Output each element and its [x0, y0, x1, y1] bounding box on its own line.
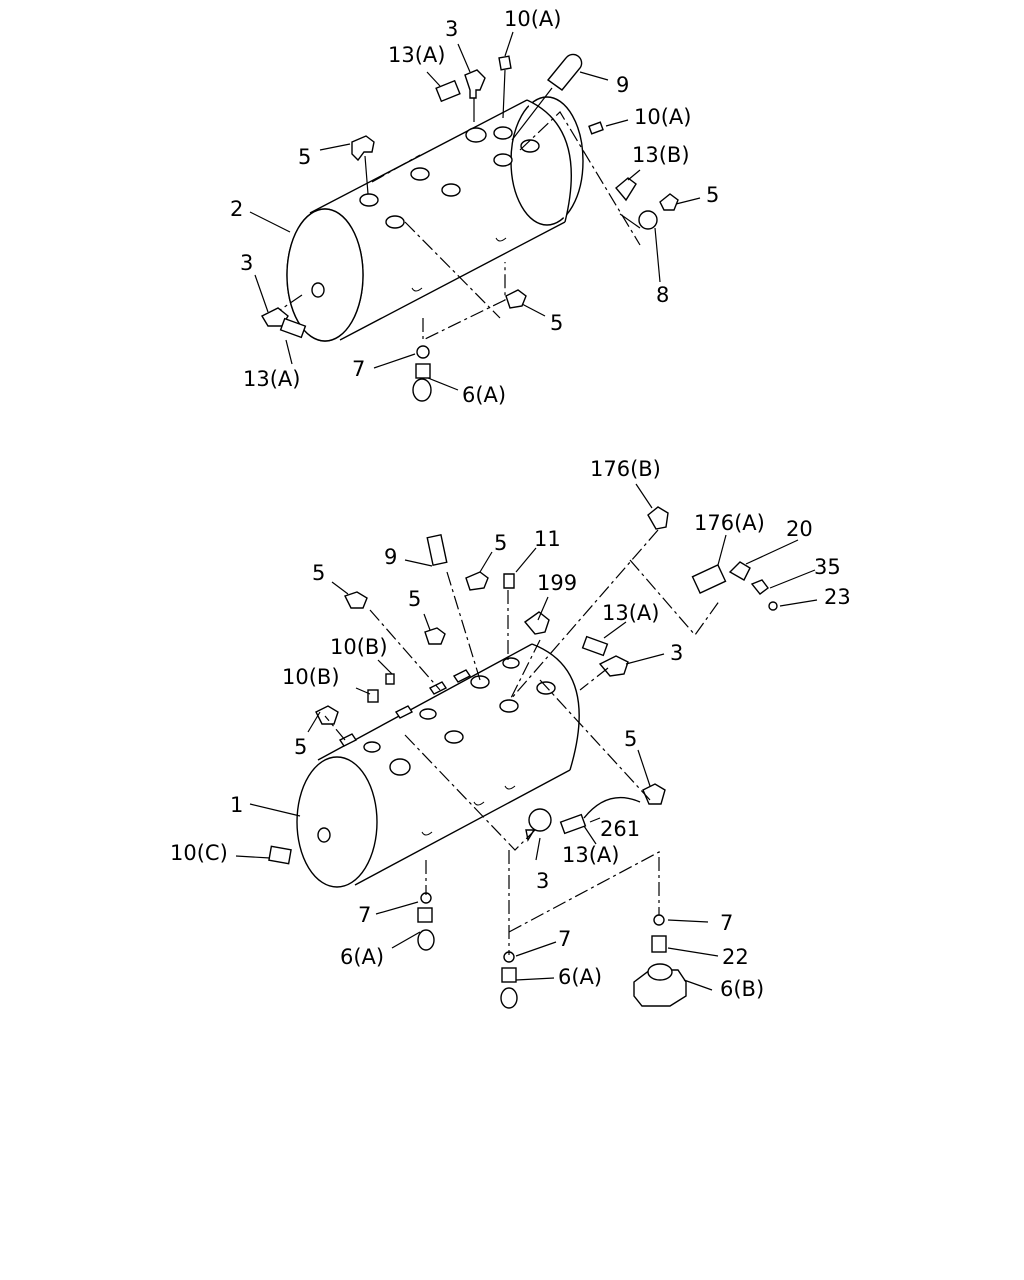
label-9-lower: 9: [384, 545, 397, 569]
label-6a-top: 6(A): [462, 383, 506, 407]
label-9-top: 9: [616, 73, 629, 97]
label-13a-lower-right: 13(A): [602, 601, 659, 625]
label-7-left: 7: [358, 903, 371, 927]
label-13a-left: 13(A): [243, 367, 300, 391]
label-3-lower-bottom: 3: [536, 869, 549, 893]
label-5-left: 5: [298, 145, 311, 169]
label-5-right: 5: [706, 183, 719, 207]
lower-leader-lines: [235, 483, 818, 991]
label-261: 261: [600, 817, 640, 841]
label-3-left: 3: [240, 251, 253, 275]
label-20: 20: [786, 517, 813, 541]
label-10a-top: 10(A): [504, 7, 561, 31]
label-199: 199: [537, 571, 577, 595]
lower-reference-lines: [324, 529, 721, 955]
label-5-lower-left: 5: [312, 561, 325, 585]
label-23: 23: [824, 585, 851, 609]
label-176b: 176(B): [590, 457, 661, 481]
label-5-lower-left2: 5: [294, 735, 307, 759]
label-5-bottom: 5: [550, 311, 563, 335]
label-6a-middle: 6(A): [558, 965, 602, 989]
label-6a-left: 6(A): [340, 945, 384, 969]
label-11: 11: [534, 527, 561, 551]
label-7-top: 7: [352, 357, 365, 381]
upper-reference-lines: [279, 111, 641, 341]
label-10b-lower: 10(B): [282, 665, 340, 689]
label-6b: 6(B): [720, 977, 764, 1001]
label-13a-top: 13(A): [388, 43, 445, 67]
label-22: 22: [722, 945, 749, 969]
label-3-top: 3: [445, 17, 458, 41]
lower-labels: 176(B) 176(A) 20 9 5 11 199 35 5 23 5 13…: [170, 457, 851, 1001]
label-1: 1: [230, 793, 243, 817]
label-35: 35: [814, 555, 841, 579]
label-5-lower-top: 5: [494, 531, 507, 555]
label-10c: 10(C): [170, 841, 228, 865]
label-176a: 176(A): [694, 511, 765, 535]
label-5-lower-mid: 5: [408, 587, 421, 611]
label-2: 2: [230, 197, 243, 221]
label-3-lower-right: 3: [670, 641, 683, 665]
label-8: 8: [656, 283, 669, 307]
label-5-lower-right: 5: [624, 727, 637, 751]
label-13b: 13(B): [632, 143, 690, 167]
upper-leader-lines: [249, 31, 701, 391]
label-10a-right: 10(A): [634, 105, 691, 129]
label-10b-upper: 10(B): [330, 635, 388, 659]
upper-fittings: [261, 53, 679, 402]
upper-air-tank: [286, 96, 584, 342]
label-13a-lower-bottom: 13(A): [562, 843, 619, 867]
label-7-middle: 7: [558, 927, 571, 951]
upper-labels: 10(A) 3 13(A) 9 10(A) 5 13(B) 2 5 8 3 5 …: [230, 7, 719, 407]
lower-air-tank: [296, 643, 580, 888]
label-7-right: 7: [720, 911, 733, 935]
lower-fittings: [268, 506, 778, 1009]
